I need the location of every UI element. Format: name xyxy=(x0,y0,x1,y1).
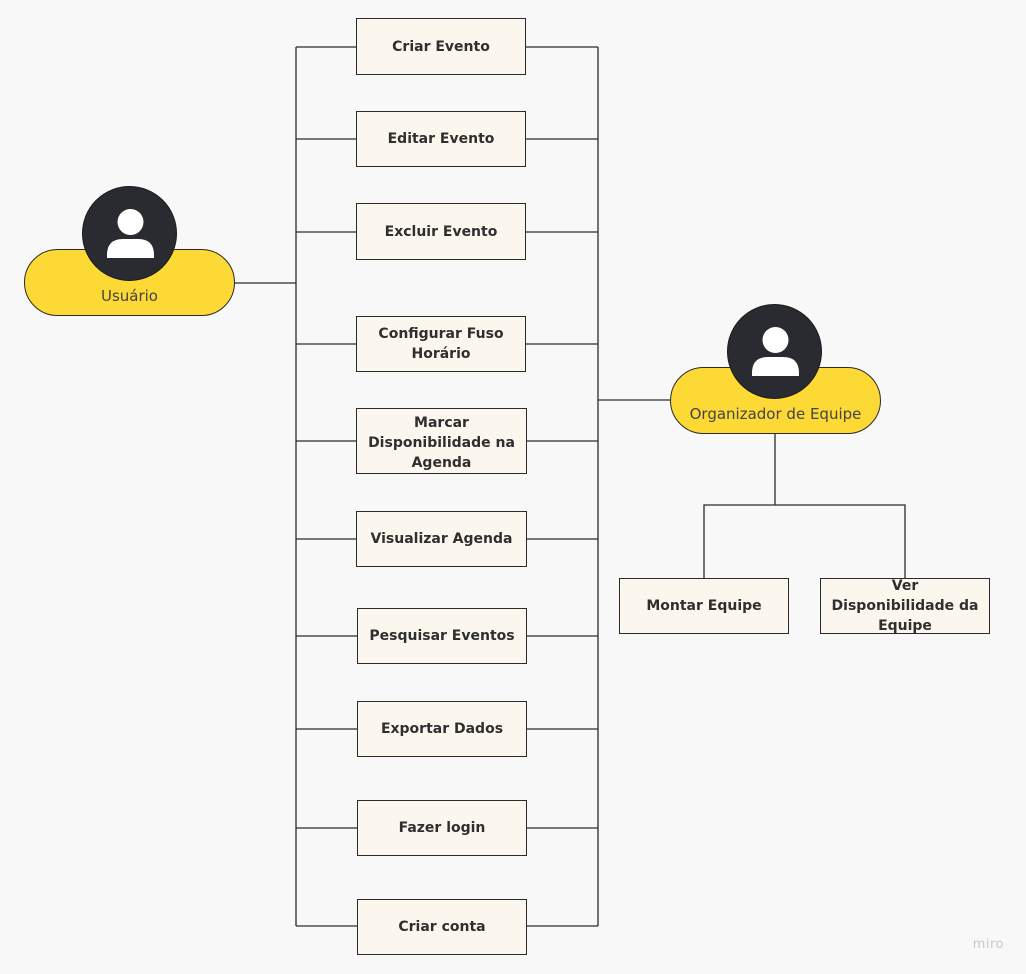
usecase-label: Configurar Fuso Horário xyxy=(378,326,504,362)
usecase-label: Marcar Disponibilidade na Agenda xyxy=(368,415,515,471)
usecase-montar-equipe[interactable]: Montar Equipe xyxy=(619,578,789,634)
organizer-actor-label: Organizador de Equipe xyxy=(689,405,862,423)
usecase-visualizar-agenda[interactable]: Visualizar Agenda xyxy=(356,511,527,567)
usecase-label: Ver Disponibilidade da Equipe xyxy=(831,578,979,634)
usecase-editar-evento[interactable]: Editar Evento xyxy=(356,111,526,167)
organizer-avatar-icon xyxy=(727,304,822,399)
usecase-label: Excluir Evento xyxy=(384,223,498,240)
organizer-split xyxy=(703,504,906,578)
user-actor-label: Usuário xyxy=(100,287,158,305)
usecase-fazer-login[interactable]: Fazer login xyxy=(357,800,527,856)
usecase-ver-disponibilidade-equipe[interactable]: Ver Disponibilidade da Equipe xyxy=(820,578,990,634)
usecase-configurar-fuso[interactable]: Configurar Fuso Horário xyxy=(356,316,526,372)
usecase-label: Editar Evento xyxy=(387,131,495,147)
usecase-label: Criar conta xyxy=(398,919,486,935)
usecase-label: Visualizar Agenda xyxy=(370,531,513,547)
usecase-excluir-evento[interactable]: Excluir Evento xyxy=(356,203,526,260)
usecase-marcar-disponibilidade[interactable]: Marcar Disponibilidade na Agenda xyxy=(356,408,527,474)
usecase-label: Pesquisar Eventos xyxy=(369,628,515,644)
usecase-pesquisar-eventos[interactable]: Pesquisar Eventos xyxy=(357,608,527,664)
usecase-criar-evento[interactable]: Criar Evento xyxy=(356,18,526,75)
usecase-label: Criar Evento xyxy=(392,38,490,55)
usecase-label: Fazer login xyxy=(398,820,486,836)
user-avatar-icon xyxy=(82,186,177,281)
miro-watermark: miro xyxy=(972,937,1004,952)
usecase-label: Exportar Dados xyxy=(380,721,504,737)
usecase-exportar-dados[interactable]: Exportar Dados xyxy=(357,701,527,757)
usecase-label: Montar Equipe xyxy=(646,598,762,614)
usecase-criar-conta[interactable]: Criar conta xyxy=(357,899,527,955)
